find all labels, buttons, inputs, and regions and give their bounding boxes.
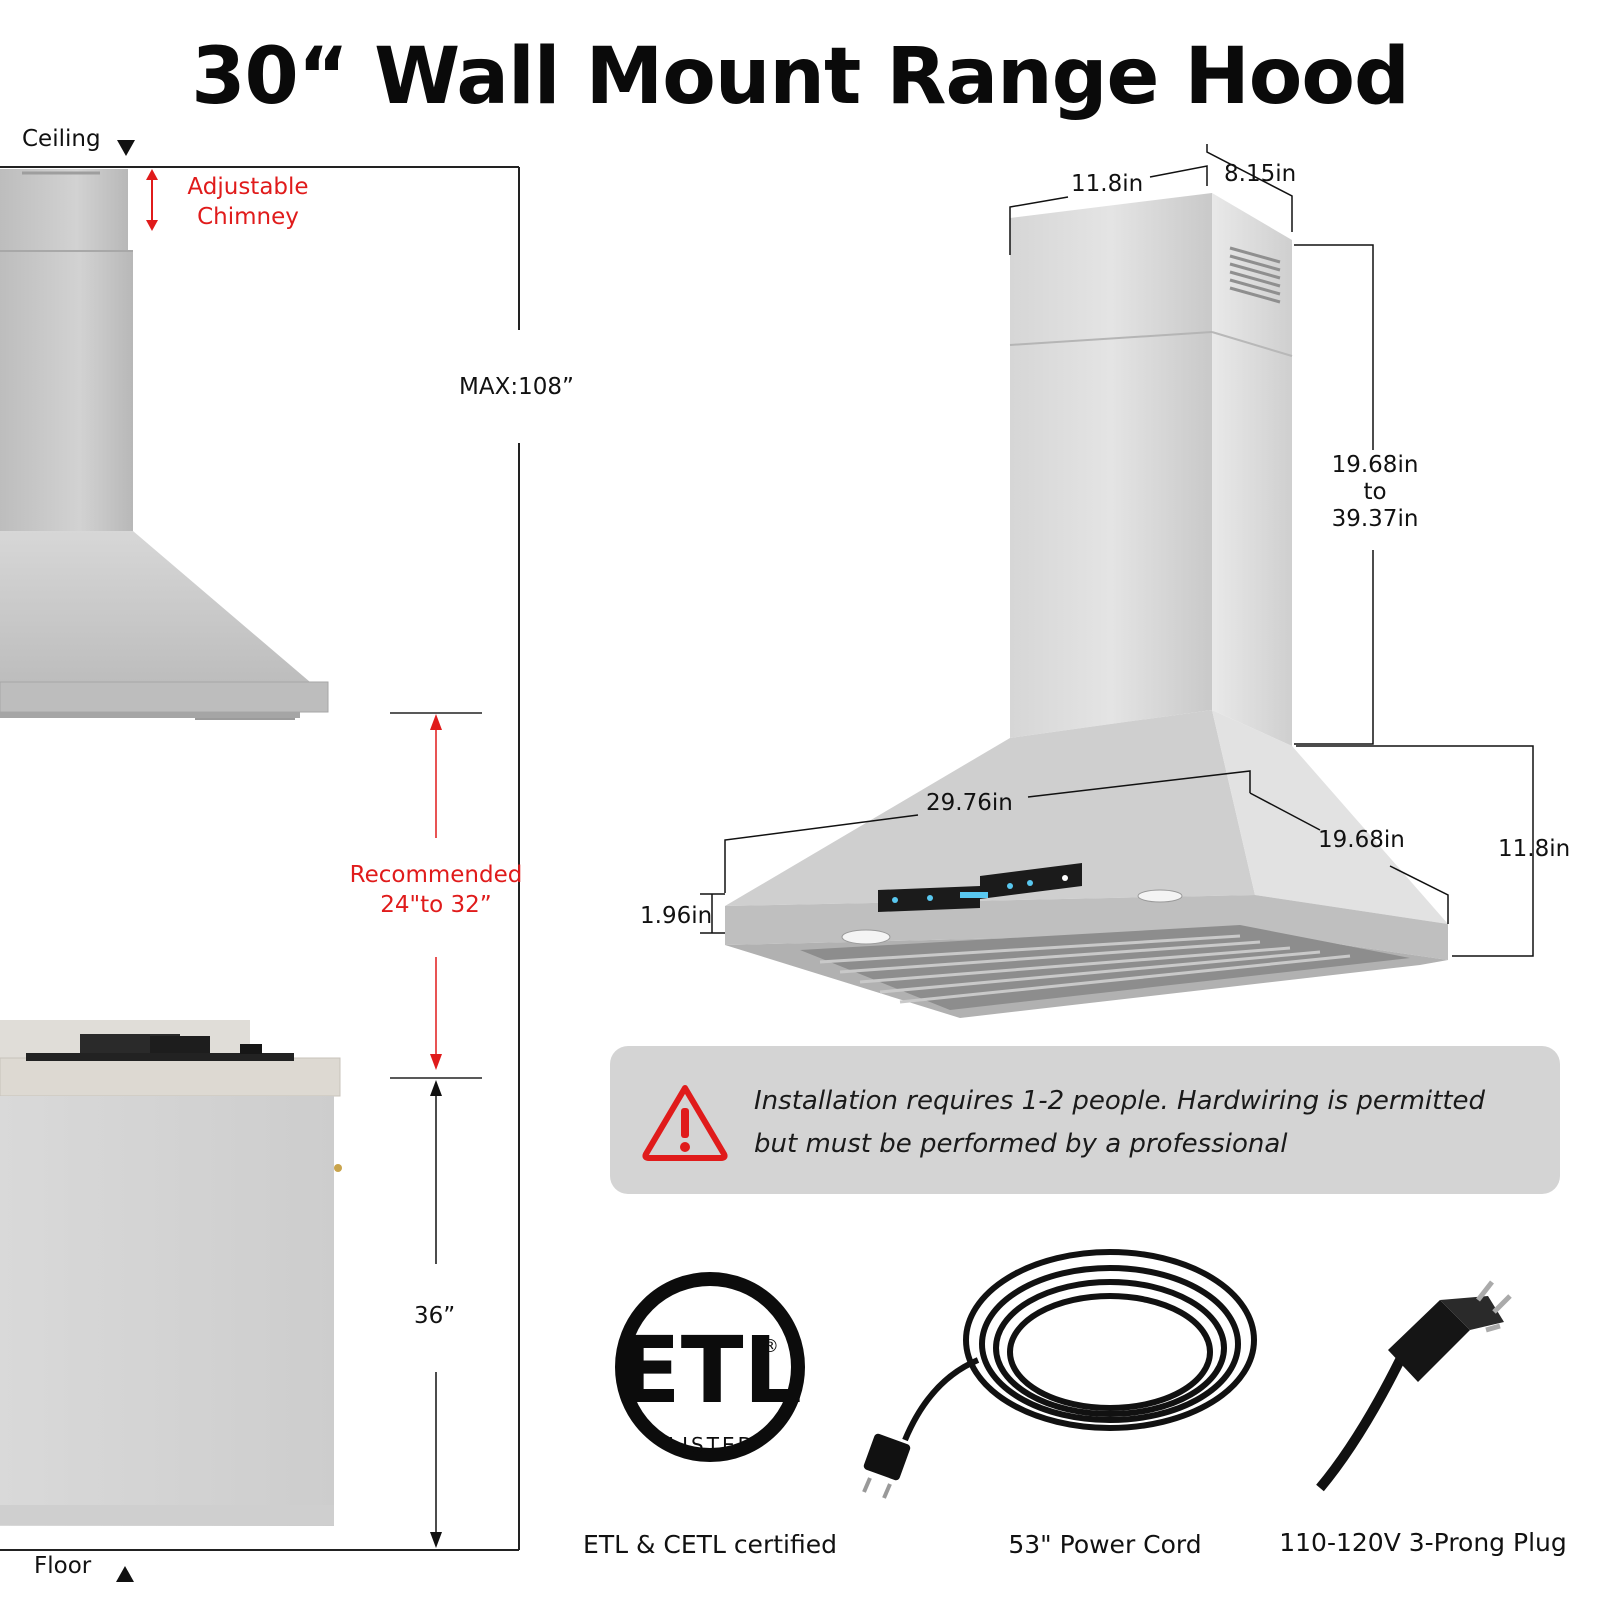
chimney-height-max: 39.37in (1331, 506, 1419, 532)
warning-icon (642, 1085, 728, 1161)
control-panel (878, 863, 1082, 912)
adjustable-chimney-label: Adjustable Chimney (168, 172, 328, 232)
chimney-depth-label: 8.15in (1224, 161, 1297, 187)
installation-notice: Installation requires 1-2 people. Hardwi… (610, 1046, 1560, 1194)
chimney-height-label: 19.68in to 39.37in (1320, 452, 1430, 533)
notice-line1: Installation requires 1-2 people. Hardwi… (754, 1086, 1486, 1116)
ceiling-label: Ceiling (22, 126, 101, 152)
vent-slots-icon (1229, 246, 1281, 304)
counter-height-arrow (430, 1080, 442, 1548)
feature-caption-etl: ETL & CETL certified (583, 1530, 837, 1559)
hood-3d (725, 193, 1448, 1018)
light-left-icon (841, 929, 891, 945)
notice-text: Installation requires 1-2 people. Hardwi… (754, 1080, 1544, 1166)
wall-outline (0, 166, 520, 1551)
kitchen-cabinet (0, 1020, 342, 1526)
recommended-label: Recommended 24"to 32” (336, 860, 536, 920)
ceiling-arrow-icon (117, 140, 135, 156)
recommended-clearance-arrow (390, 712, 482, 1079)
chimney-height-min: 19.68in (1331, 452, 1419, 478)
canopy-height-label: 11.8in (1498, 836, 1571, 862)
recommended-line1: Recommended (349, 862, 523, 888)
light-right-icon (1137, 889, 1183, 903)
chimney-height-to: to (1363, 479, 1387, 505)
notice-line2: but must be performed by a professional (754, 1129, 1288, 1159)
front-edge-label: 1.96in (640, 903, 713, 929)
page-title: 30“ Wall Mount Range Hood (191, 32, 1410, 122)
feature-caption-plug: 110-120V 3-Prong Plug (1279, 1528, 1567, 1557)
counter-height-label: 36” (414, 1303, 456, 1329)
adjustable-chimney-arrow (146, 169, 158, 231)
max-height-label: MAX:108” (459, 374, 574, 400)
recommended-line2: 24"to 32” (380, 892, 492, 918)
adjustable-chimney-line1: Adjustable (187, 174, 309, 200)
hood-width-label: 29.76in (926, 790, 1013, 816)
chimney-width-label: 11.8in (1071, 171, 1144, 197)
side-hood (0, 169, 329, 720)
adjustable-chimney-line2: Chimney (197, 204, 299, 230)
floor-arrow-icon (116, 1566, 134, 1582)
dimension-lines (700, 144, 1534, 957)
hood-depth-label: 19.68in (1318, 827, 1405, 853)
floor-label: Floor (34, 1553, 92, 1579)
feature-caption-cord: 53" Power Cord (1008, 1530, 1202, 1559)
